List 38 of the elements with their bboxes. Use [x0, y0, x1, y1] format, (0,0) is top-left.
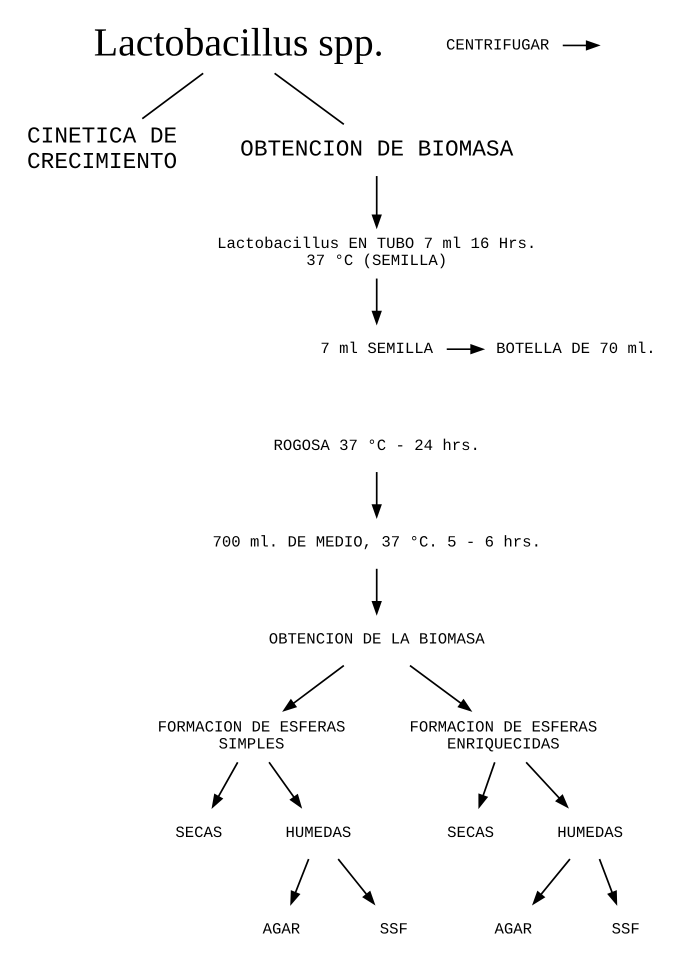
arrow	[338, 858, 376, 906]
arrow	[526, 762, 569, 809]
node-text: HUMEDAS	[557, 824, 623, 842]
node-text: OBTENCION DE LA BIOMASA	[268, 630, 485, 648]
arrow	[372, 278, 382, 326]
node-text: 7 ml SEMILLA	[320, 340, 434, 358]
arrow	[372, 568, 382, 616]
node-text: OBTENCION DE BIOMASA	[240, 136, 514, 162]
arrow	[562, 40, 601, 51]
connector	[142, 72, 204, 120]
node-text: SSF	[380, 920, 408, 939]
arrow	[290, 858, 310, 906]
arrow	[372, 176, 382, 230]
arrow	[372, 472, 382, 520]
node-text: CINETICA DE CRECIMIENTO	[27, 124, 178, 176]
node-text: ROGOSA 37 °C - 24 hrs.	[273, 436, 480, 455]
node-text: AGAR	[262, 920, 300, 939]
node-text: Lactobacillus EN TUBO 7 ml 16 Hrs. 37 °C (SEMILLA)	[217, 234, 536, 270]
node-text: SECAS	[447, 824, 494, 842]
node-text: Lactobacillus spp.	[94, 20, 384, 64]
arrow	[446, 344, 486, 354]
arrow	[598, 858, 618, 906]
arrow	[532, 858, 571, 906]
node-text: FORMACION DE ESFERAS ENRIQUECIDAS	[409, 718, 598, 754]
node-text: HUMEDAS	[286, 824, 352, 842]
arrow	[409, 664, 472, 712]
connector	[274, 72, 344, 126]
arrow	[212, 762, 238, 809]
node-text: BOTELLA DE 70 ml.	[496, 340, 656, 358]
node-text: AGAR	[494, 920, 532, 939]
node-text: SSF	[612, 920, 640, 939]
node-text: CENTRIFUGAR	[446, 36, 550, 54]
node-text: FORMACION DE ESFERAS SIMPLES	[158, 718, 346, 754]
arrow	[478, 762, 496, 810]
node-text: 700 ml. DE MEDIO, 37 °C. 5 - 6 hrs.	[212, 534, 541, 552]
arrow	[268, 762, 302, 809]
node-text: SECAS	[175, 824, 222, 842]
arrow	[282, 664, 344, 712]
